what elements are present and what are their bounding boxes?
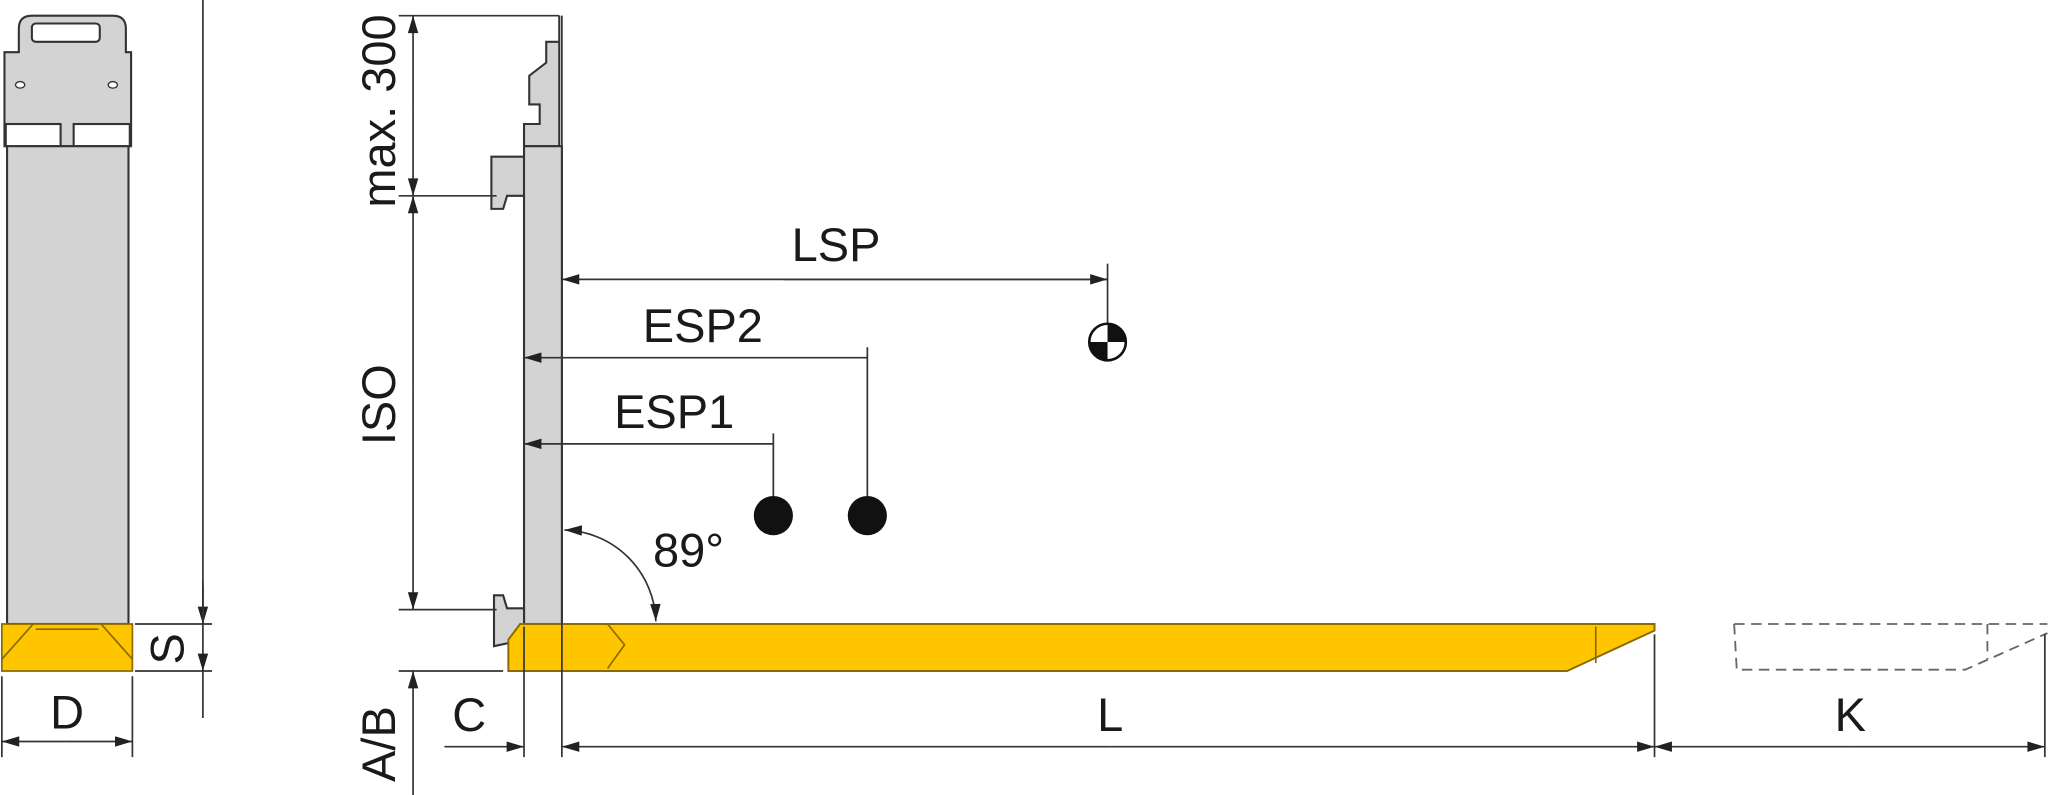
front-plate-slot: [30, 22, 101, 43]
fork-extension-ghost: [1733, 623, 2048, 671]
dim-label-k: K: [1835, 688, 1866, 741]
center-of-gravity-icon: [1087, 322, 1128, 362]
load-point-esp2-icon: [847, 496, 887, 536]
dim-label-l: L: [1097, 688, 1123, 741]
side-shank: [522, 145, 563, 626]
front-blade-section: [1, 623, 134, 672]
angle-label: 89°: [653, 524, 724, 577]
front-hook-plate: [3, 14, 133, 148]
dim-label-max300: max. 300: [352, 14, 405, 207]
dim-label-d: D: [50, 685, 84, 738]
dim-label-esp1: ESP1: [614, 385, 734, 438]
dim-label-s: S: [140, 633, 193, 664]
load-point-esp1-icon: [753, 496, 793, 536]
front-shank: [6, 145, 130, 626]
angle-arc: [564, 525, 661, 622]
dim-label-c: C: [452, 688, 486, 741]
dim-label-esp2: ESP2: [643, 299, 763, 352]
upper-hook-bracket: [490, 155, 526, 210]
front-plate-window-left: [4, 122, 62, 148]
dim-label-ab: A/B: [352, 706, 405, 782]
front-plate-window-right: [72, 122, 131, 148]
front-view: S D: [1, 0, 213, 758]
dim-label-iso: ISO: [352, 364, 405, 445]
upper-hook: [522, 15, 561, 148]
side-view: max. 300 ISO A/B C L K LSP ESP2 ESP1: [352, 14, 2048, 795]
fork-blade: [507, 623, 1656, 672]
dim-label-lsp: LSP: [792, 218, 881, 271]
